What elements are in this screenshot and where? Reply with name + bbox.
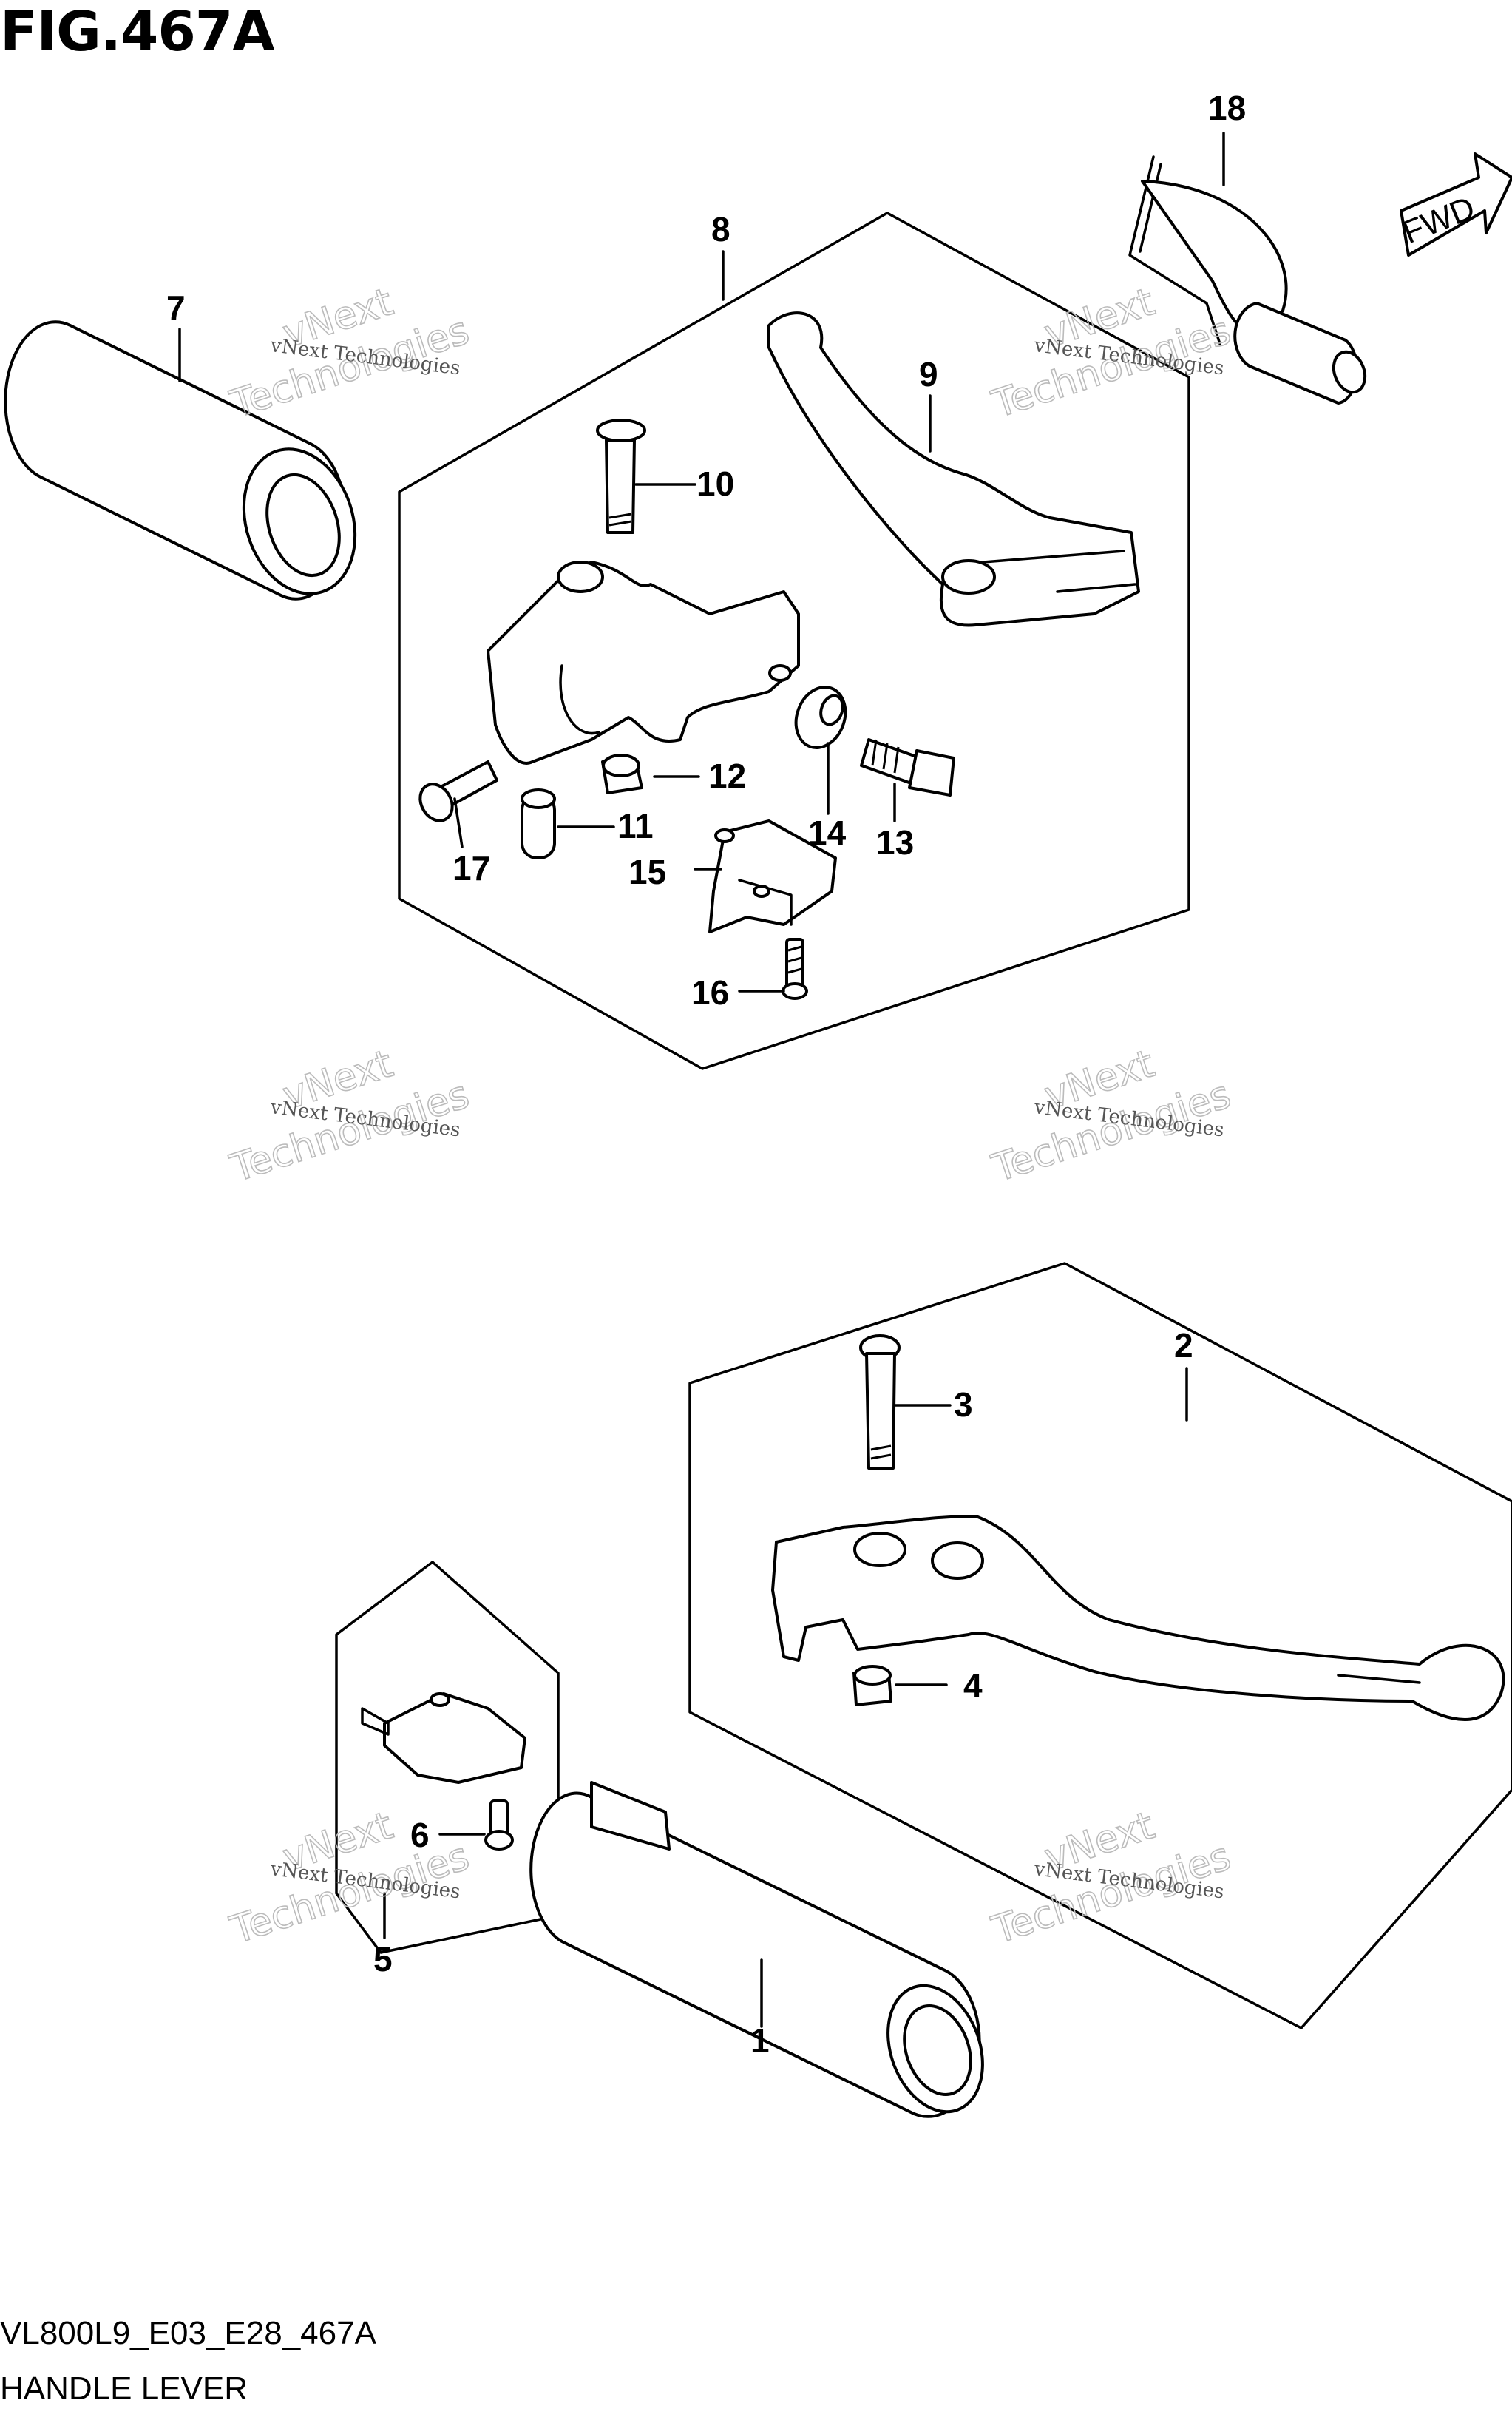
throttle-grip-part-1 [529,1781,984,2118]
callout-11: 11 [617,807,654,845]
pivot-bolt-part-10 [596,419,646,534]
adjuster-part-14 [794,686,847,749]
callout-12: 12 [708,757,746,795]
watermark-top-left: vNext Technologies vNext Technologies [225,280,475,428]
callout-9: 9 [919,355,938,393]
callout-3: 3 [954,1385,973,1424]
watermark-top-right: vNext Technologies vNext Technologies [986,280,1237,428]
group-box-upper [398,212,1190,1070]
callout-5: 5 [373,1940,393,1978]
brake-switch-part-5 [361,1692,526,1784]
leader-lines [178,132,1225,2028]
callout-2: 2 [1174,1326,1193,1365]
callout-10: 10 [696,464,734,503]
callout-13: 13 [876,823,914,862]
figure-name: HANDLE LEVER [0,2370,248,2407]
callout-18: 18 [1208,89,1246,127]
watermark-bottom-left: vNext Technologies vNext Technologies [225,1803,475,1954]
collar-part-11 [521,788,556,859]
screw-part-6 [484,1799,514,1851]
callout-1: 1 [750,2021,770,2060]
model-code: VL800L9_E03_E28_467A [0,2315,376,2351]
lever-cover-part-18 [1128,155,1367,405]
callout-14: 14 [808,814,847,852]
screw-part-16 [782,938,808,1000]
clutch-lever-part-9 [767,311,1140,627]
lever-bracket-part-8 [487,561,800,765]
clutch-switch-part-15 [708,819,837,933]
watermark-mid-left: vNext Technologies vNext Technologies [225,1041,475,1192]
callout-7: 7 [166,288,186,327]
nut-part-12 [601,754,643,794]
nut-part-4 [852,1665,892,1706]
callout-17: 17 [452,849,490,888]
pivot-bolt-part-3 [859,1334,901,1470]
callout-8: 8 [711,210,730,249]
watermark-mid-right: vNext Technologies vNext Technologies [986,1041,1237,1192]
group-box-lower [688,1262,1512,2029]
brake-lever-part-2 [771,1515,1505,1721]
callout-6: 6 [410,1816,430,1854]
figure-title: FIG.467A [0,0,275,64]
callout-16: 16 [691,973,729,1012]
grip-part-7 [4,320,357,601]
screw-part-17 [418,760,498,822]
callout-4: 4 [963,1666,983,1705]
adjuster-bolt-part-13 [860,738,955,797]
callout-15: 15 [628,853,666,891]
forward-arrow-icon: FWD [1397,152,1512,257]
